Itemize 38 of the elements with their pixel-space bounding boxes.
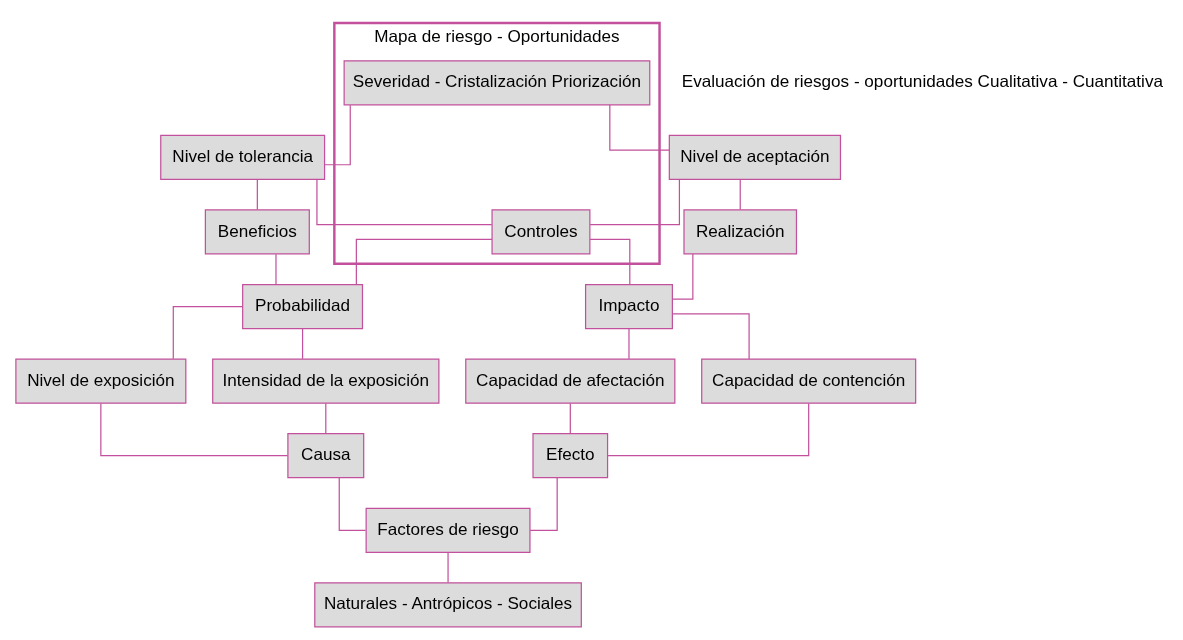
node-box: Impacto — [584, 283, 673, 330]
node-box: Efecto — [531, 433, 608, 479]
node-box: Nivel de exposición — [14, 358, 186, 404]
connector — [256, 179, 258, 211]
connector — [338, 477, 366, 531]
connector — [99, 402, 288, 457]
node-box: Probabilidad — [241, 283, 363, 330]
connector — [627, 328, 630, 360]
node-box: Naturales - Antrópicos - Sociales — [313, 582, 582, 628]
connector — [569, 402, 571, 434]
connector — [606, 402, 809, 457]
node-box: Factores de riesgo — [365, 507, 531, 553]
connector — [671, 313, 750, 360]
connector — [589, 178, 680, 226]
node-box: Severidad - Cristalización Priorización — [343, 60, 650, 106]
connector — [588, 238, 630, 286]
connector — [274, 253, 277, 285]
connector — [739, 179, 741, 211]
node-box: Capacidad de contención — [700, 358, 916, 404]
connector — [323, 104, 351, 166]
connector — [315, 178, 492, 226]
node-box: Causa — [286, 433, 364, 479]
node-box: Nivel de aceptación — [668, 134, 841, 180]
connector — [608, 104, 670, 151]
label: Evaluación de riesgos - oportunidades Cualitativa - Cuantitativa — [681, 72, 1163, 92]
connector — [301, 328, 303, 360]
node-box: Nivel de tolerancia — [159, 134, 325, 180]
connector — [172, 305, 243, 360]
node-box: Intensidad de la exposición — [211, 358, 439, 404]
connector — [529, 477, 558, 531]
connector — [446, 552, 449, 584]
connector — [324, 402, 326, 434]
node-box: Realización — [682, 209, 797, 255]
connector — [671, 253, 693, 300]
node-box: Beneficios — [204, 209, 310, 255]
node-box: Controles — [490, 209, 590, 255]
connector — [355, 238, 493, 286]
node-box: Capacidad de afectación — [464, 358, 675, 404]
